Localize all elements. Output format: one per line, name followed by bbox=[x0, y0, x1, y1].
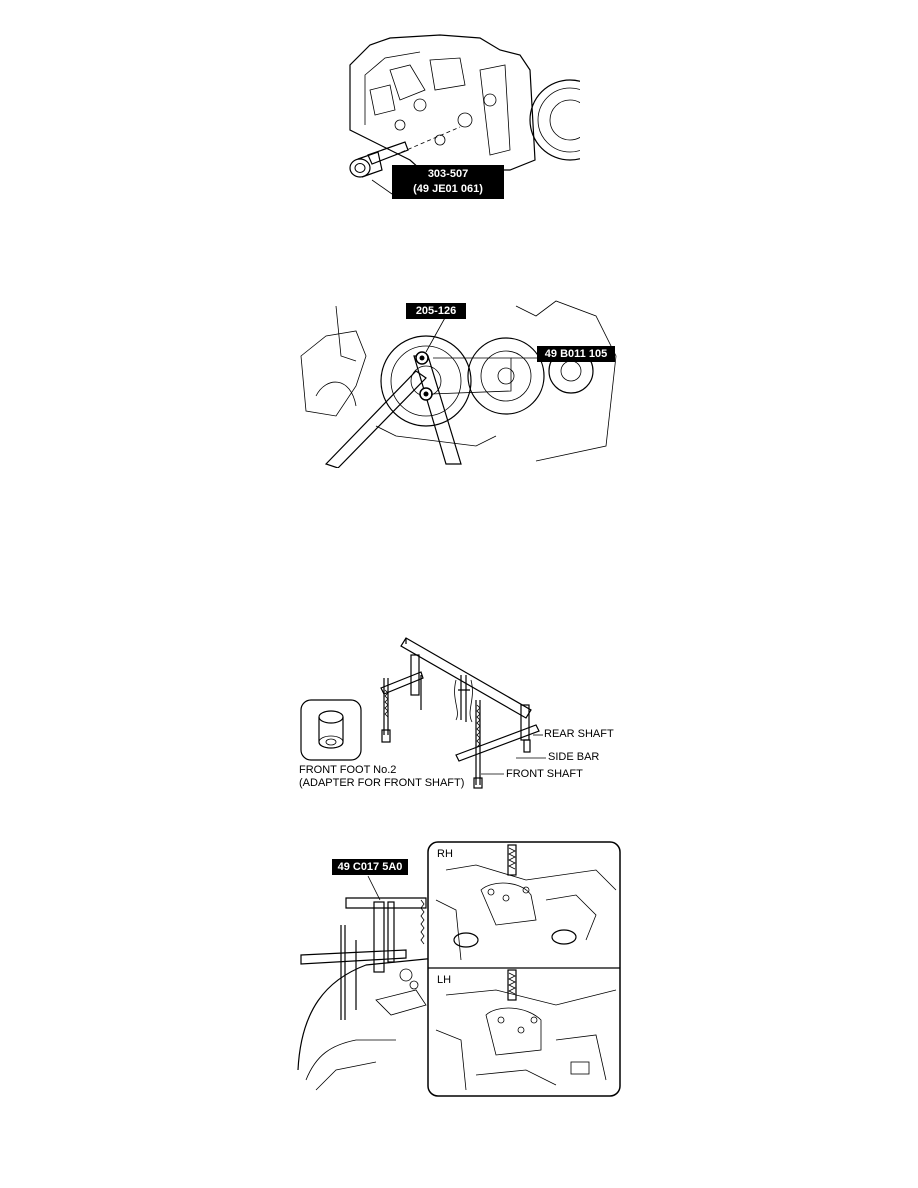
support-bar-illustration bbox=[300, 637, 546, 789]
callout-rear-shaft: REAR SHAFT bbox=[544, 728, 614, 740]
callout-front-foot-line2: (ADAPTER FOR FRONT SHAFT) bbox=[299, 777, 465, 789]
figure-support-bar: REAR SHAFT SIDE BAR FRONT SHAFT FRONT FO… bbox=[296, 630, 626, 800]
tool-label-303-507: 303-507 (49 JE01 061) bbox=[392, 165, 504, 199]
engine-block-illustration bbox=[349, 34, 580, 195]
tool-label-303-507-line1: 303-507 bbox=[427, 168, 469, 180]
callout-front-shaft: FRONT SHAFT bbox=[506, 768, 583, 780]
tool-label-49-c017-5a0: 49 C017 5A0 bbox=[332, 859, 408, 875]
tool-303-507-shape bbox=[349, 141, 409, 178]
callout-front-foot: FRONT FOOT No.2 (ADAPTER FOR FRONT SHAFT… bbox=[299, 764, 464, 790]
figure-vehicle-support: 49 C017 5A0 RH LH bbox=[296, 840, 626, 1100]
inset-label-rh: RH bbox=[437, 848, 453, 860]
figure-engine-block-tool: 303-507 (49 JE01 061) bbox=[330, 30, 580, 220]
inset-label-lh: LH bbox=[437, 974, 452, 986]
callout-side-bar: SIDE BAR bbox=[548, 751, 600, 763]
callout-front-foot-line1: FRONT FOOT No.2 bbox=[299, 764, 397, 776]
figure-pulley-holder: 205-126 49 B011 105 bbox=[296, 296, 626, 468]
tool-label-205-126: 205-126 bbox=[406, 303, 466, 319]
vehicle-support-illustration bbox=[297, 841, 621, 1097]
pulley-holder-illustration bbox=[300, 300, 617, 468]
tool-label-49-b011-105: 49 B011 105 bbox=[537, 346, 615, 362]
tool-label-303-507-line2: (49 JE01 061) bbox=[413, 183, 483, 195]
